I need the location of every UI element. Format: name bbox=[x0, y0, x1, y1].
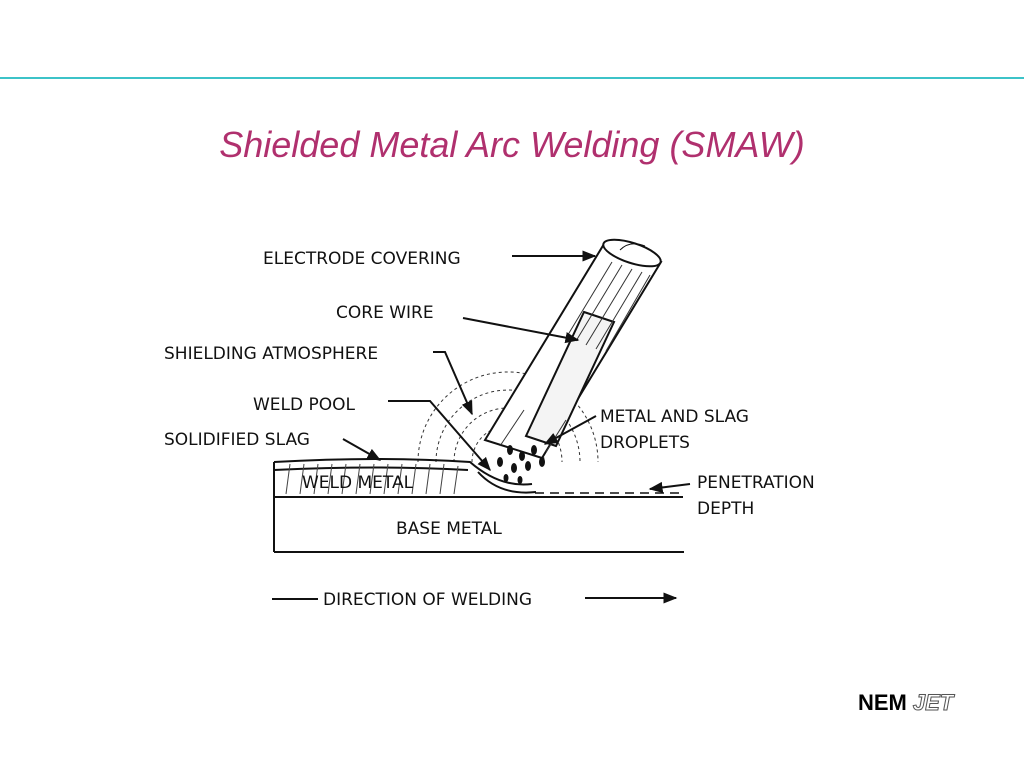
base-metal-plate bbox=[273, 462, 684, 553]
label-penetration-line1: PENETRATION bbox=[697, 473, 815, 493]
weld-metal-bead bbox=[273, 458, 537, 494]
label-metal-and-slag-line1: METAL AND SLAG bbox=[600, 407, 749, 427]
weld-metal-hatching bbox=[285, 463, 459, 495]
label-shielding-atmosphere: SHIELDING ATMOSPHERE bbox=[164, 344, 378, 364]
label-core-wire: CORE WIRE bbox=[336, 303, 434, 323]
electrode-covering-texture bbox=[499, 261, 651, 453]
label-direction-of-welding: DIRECTION OF WELDING bbox=[323, 590, 532, 610]
label-electrode-covering: ELECTRODE COVERING bbox=[263, 249, 461, 269]
logo-secondary-text: JET bbox=[912, 690, 954, 716]
label-base-metal: BASE METAL bbox=[396, 519, 502, 539]
label-solidified-slag: SOLIDIFIED SLAG bbox=[164, 430, 310, 450]
label-penetration-line2: DEPTH bbox=[697, 499, 754, 519]
droplets bbox=[497, 445, 545, 484]
electrode bbox=[483, 238, 663, 460]
label-weld-pool: WELD POOL bbox=[253, 395, 356, 415]
label-metal-and-slag-line2: DROPLETS bbox=[600, 433, 690, 453]
slide-title: Shielded Metal Arc Welding (SMAW) bbox=[219, 124, 805, 165]
leader-lines bbox=[272, 250, 691, 604]
label-weld-metal: WELD METAL bbox=[302, 473, 414, 493]
logo-primary-text: NEM bbox=[858, 690, 907, 715]
header-rule bbox=[0, 77, 1024, 79]
